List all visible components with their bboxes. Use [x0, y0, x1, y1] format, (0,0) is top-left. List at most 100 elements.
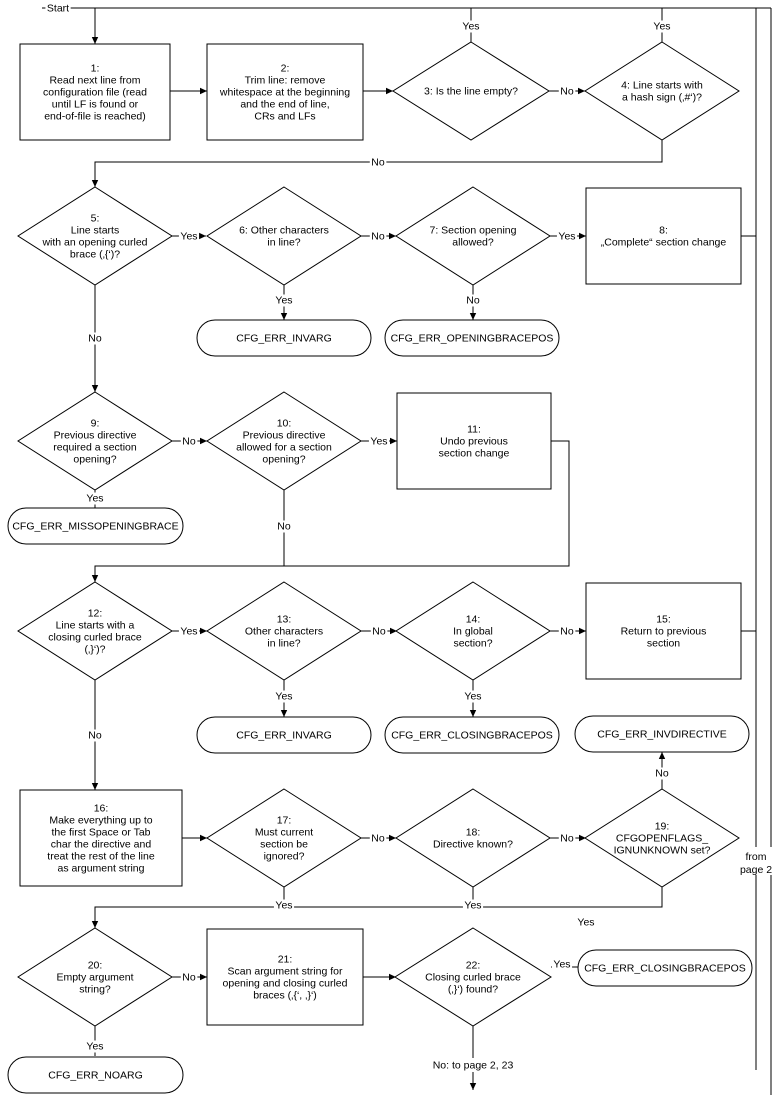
arrowhead: [200, 973, 207, 981]
decision-diamond-shape: [17, 391, 173, 491]
node-text-line: char the directive and: [51, 839, 152, 851]
decision-diamond-shape: [392, 41, 550, 141]
terminal-shape: [196, 716, 372, 754]
edge-label-background: [370, 625, 388, 638]
edge-label-background: [462, 899, 484, 912]
node-text-line: 13:: [277, 614, 292, 626]
edge-label-text: No: [277, 521, 291, 533]
edge-label: No: [369, 230, 387, 243]
decision-3: 3: Is the line empty?: [392, 41, 550, 141]
edge-label: Yes: [462, 899, 484, 912]
node-text-line: Must current: [255, 827, 313, 839]
decision-diamond-shape: [17, 927, 173, 1027]
node-text-line: allowed for a section: [236, 442, 332, 454]
arrowhead: [579, 834, 586, 842]
node-text-line: CFG_ERR_INVARG: [236, 333, 332, 345]
decision-diamond-shape: [206, 391, 362, 491]
node-text-line: treat the rest of the line: [47, 851, 155, 863]
edge-label-text: No: [371, 231, 385, 243]
edge-label: Yes: [273, 899, 295, 912]
edge-label-background: [273, 690, 295, 703]
edge-label-text: Yes: [180, 626, 197, 638]
edge-label-text: No: [371, 833, 385, 845]
edge-label-background: [651, 20, 673, 33]
edge-label-text: Yes: [464, 691, 481, 703]
edge-label: Yes: [273, 294, 295, 307]
node-text-line: 11:: [467, 424, 481, 436]
node-text-line: in line?: [267, 237, 300, 249]
edge-label-background: [369, 832, 387, 845]
node-text-line: CFG_ERR_MISSOPENINGBRACE: [12, 521, 178, 533]
decision-18: 18:Directive known?: [395, 788, 551, 888]
edge-label: No: [180, 971, 198, 984]
arrowhead: [578, 87, 585, 95]
terminal-shape: [384, 716, 560, 754]
edge-label-text: No: [182, 436, 196, 448]
node-text-line: end-of-file is reached): [44, 111, 146, 123]
edge-label-background: [369, 156, 387, 169]
node-text-line: and the end of line,: [240, 99, 329, 111]
node-text-line: 15:: [656, 614, 671, 626]
node-text-line: allowed?: [452, 237, 494, 249]
node-text-line: the first Space or Tab: [51, 827, 150, 839]
edge-label-background: [86, 332, 104, 345]
process-box-shape: [585, 582, 742, 680]
decision-19: 19:CFGOPENFLAGS_IGNUNKNOWN set?: [584, 788, 740, 888]
edge-label-background: [464, 294, 482, 307]
terminal-shape: [577, 949, 753, 987]
edge-label-background: [551, 958, 573, 971]
terminal-openingbracepos: CFG_ERR_OPENINGBRACEPOS: [384, 319, 560, 357]
arrowhead: [200, 627, 207, 635]
node-text-line: with an opening curled: [41, 237, 147, 249]
arrowhead: [200, 437, 207, 445]
edge-label-text: Yes: [86, 493, 103, 505]
terminal-shape: [574, 715, 750, 753]
edge-label-background: [273, 899, 295, 912]
node-text-line: section?: [453, 638, 492, 650]
edge-label: Yes: [84, 1040, 106, 1053]
process-box-shape: [206, 43, 364, 141]
edge-label-text: No: [560, 86, 574, 98]
edge-label-background: [558, 832, 576, 845]
arrowhead: [579, 627, 586, 635]
edge-label: No: [370, 625, 388, 638]
edge-label: Yes: [178, 230, 200, 243]
node-text-line: 4: Line starts with: [621, 80, 703, 92]
node-text-line: (‚}‘) found?: [448, 984, 498, 996]
node-text-line: Make everything up to: [49, 815, 152, 827]
edge-label: No: [180, 435, 198, 448]
arrowhead: [91, 385, 99, 392]
edge-label-text: Yes: [370, 436, 387, 448]
edge-label: Yes: [178, 625, 200, 638]
edge-11-to-12: [94, 440, 570, 582]
edge-label: No: [558, 625, 576, 638]
decision-diamond-shape: [584, 788, 740, 888]
process-box-shape: [396, 392, 552, 490]
node-text-line: 17:: [277, 815, 292, 827]
edge-label-background: [653, 767, 671, 780]
node-text-line: Line starts with a: [56, 620, 135, 632]
process-box-shape: [19, 789, 183, 887]
arrowhead: [91, 180, 99, 187]
node-text-line: Read next line from: [49, 75, 140, 87]
node-text-line: whitespace at the beginning: [219, 87, 350, 99]
node-text-line: Trim line: remove: [245, 75, 326, 87]
arrowhead: [91, 921, 99, 928]
node-text-line: 8:: [659, 225, 668, 237]
edge-label-background: [84, 1040, 106, 1053]
edge-label: Yes: [462, 690, 484, 703]
edge-label: Yes: [575, 916, 597, 929]
terminal-shape: [7, 507, 184, 545]
edge-label: No: [558, 85, 576, 98]
process-box-8: 8:„Complete“ section change: [585, 187, 742, 285]
edge-label-background: [275, 520, 293, 533]
node-text-line: Scan argument string for: [228, 966, 343, 978]
node-text-line: „Complete“ section change: [601, 237, 727, 249]
